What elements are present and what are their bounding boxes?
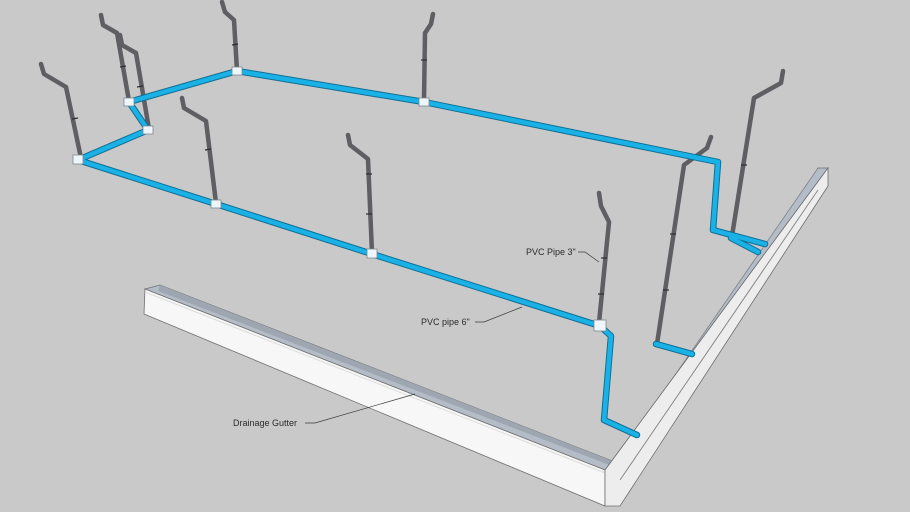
- front-gutter: [143, 284, 616, 507]
- pipe-clamps: [71, 43, 747, 295]
- label-drainage-gutter: Drainage Gutter: [233, 418, 297, 428]
- label-pvc-pipe-3: PVC Pipe 3": [526, 247, 576, 257]
- label-pvc-pipe-6: PVC pipe 6": [421, 317, 470, 327]
- pipe-joints: [72, 66, 607, 332]
- leader-lines: [305, 251, 600, 424]
